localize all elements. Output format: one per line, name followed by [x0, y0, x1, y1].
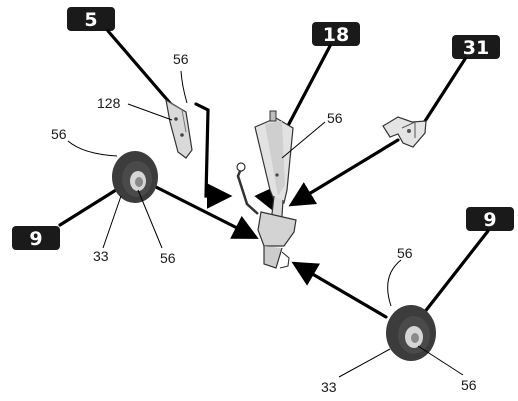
leader-p56-bracket: [180, 70, 188, 104]
leader-p128: [127, 103, 173, 121]
main-strut-part: [236, 110, 297, 269]
callout-9-left: 9: [12, 226, 60, 250]
left-wheel: [112, 151, 158, 203]
leader-p56-strut: [281, 121, 326, 159]
leader-5: [106, 29, 172, 105]
callout-18: 18: [312, 22, 360, 46]
leader-p56-right-hub: [417, 345, 464, 376]
leader-p33-left: [102, 195, 122, 249]
leader-p56-left-wheel: [67, 140, 118, 157]
mounting-bracket-part: [165, 98, 193, 159]
leader-p33-right: [338, 348, 391, 378]
callout-5: 5: [67, 7, 115, 31]
callout-31-label: 31: [463, 37, 489, 59]
arrow-right-wheel-to-axle: [291, 261, 388, 319]
callout-5-label: 5: [84, 9, 97, 31]
leader-18: [279, 44, 332, 141]
part-number-56-right-wheel: 56: [397, 245, 413, 261]
arrow-bracket-to-strut: [194, 102, 233, 209]
part-number-56-left-hub: 56: [160, 250, 176, 266]
arrow-fitting-to-strut: [288, 138, 400, 207]
arrow-left-wheel-to-axle: [148, 182, 259, 239]
leader-31: [416, 57, 467, 134]
callout-31: 31: [452, 35, 500, 59]
leader-p56-left-hub: [137, 189, 163, 249]
part-number-33-left: 33: [93, 248, 109, 264]
right-wheel: [386, 305, 436, 361]
part-number-56-right-hub: 56: [461, 377, 477, 393]
part-number-128: 128: [97, 95, 121, 111]
leader-9-right: [418, 229, 490, 320]
fitting-part: [382, 116, 427, 148]
part-number-33-right: 33: [321, 379, 337, 395]
callout-9-right: 9: [466, 207, 514, 231]
part-number-56-bracket: 56: [173, 51, 189, 67]
part-number-56-strut: 56: [327, 110, 343, 126]
leader-p56-right-wheel: [387, 259, 402, 307]
callout-18-label: 18: [323, 24, 349, 46]
part-number-56-left-wheel: 56: [51, 126, 67, 142]
leader-9-left: [58, 188, 118, 227]
callout-9-right-label: 9: [483, 209, 496, 231]
callout-9-left-label: 9: [29, 228, 42, 250]
